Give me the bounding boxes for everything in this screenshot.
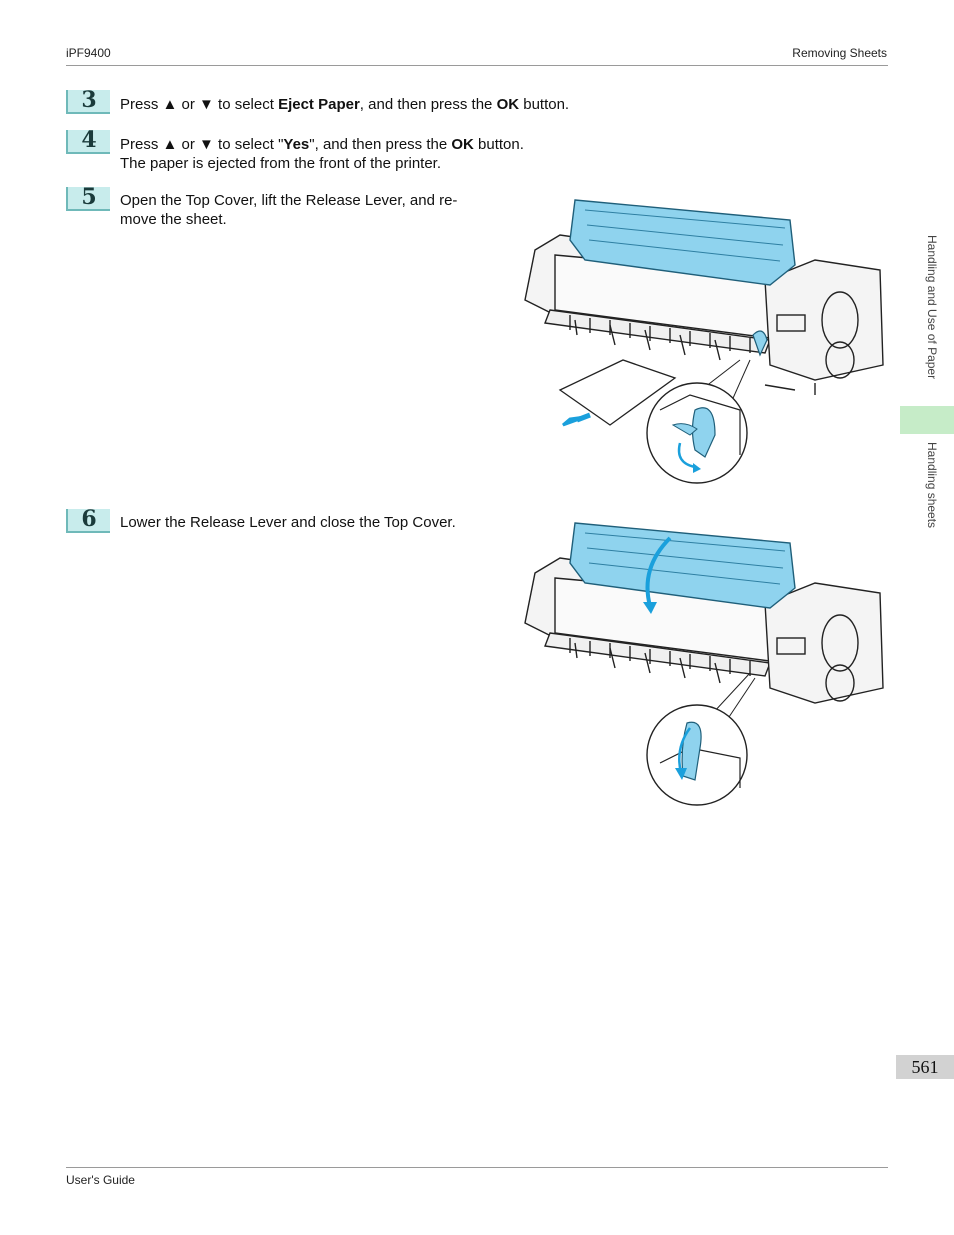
header-section-title: Removing Sheets bbox=[792, 46, 887, 60]
step-3-badge: 3 bbox=[66, 89, 110, 114]
side-tab-active-marker bbox=[900, 406, 954, 434]
header-product: iPF9400 bbox=[66, 46, 111, 60]
step-6-text: Lower the Release Lever and close the To… bbox=[120, 514, 456, 531]
header-rule bbox=[66, 65, 888, 66]
step-4-badge: 4 bbox=[66, 129, 110, 154]
step-5-badge: 5 bbox=[66, 186, 110, 211]
page-number: 561 bbox=[896, 1055, 954, 1079]
footer-guide-title: User's Guide bbox=[66, 1173, 135, 1187]
printer-close-cover-illustration bbox=[524, 522, 884, 806]
step-4-text: Press ▲ or ▼ to select "Yes", and then p… bbox=[120, 136, 524, 172]
step-3-text: Press ▲ or ▼ to select Eject Paper, and … bbox=[120, 96, 570, 113]
side-tab-chapter[interactable]: Handling and Use of Paper bbox=[925, 235, 939, 380]
printer-open-cover-illustration bbox=[524, 199, 884, 484]
step-6-badge: 6 bbox=[66, 508, 110, 533]
footer-rule bbox=[66, 1167, 888, 1168]
step-5-text: Open the Top Cover, lift the Release Lev… bbox=[120, 192, 458, 228]
side-tab-section[interactable]: Handling sheets bbox=[925, 442, 939, 529]
